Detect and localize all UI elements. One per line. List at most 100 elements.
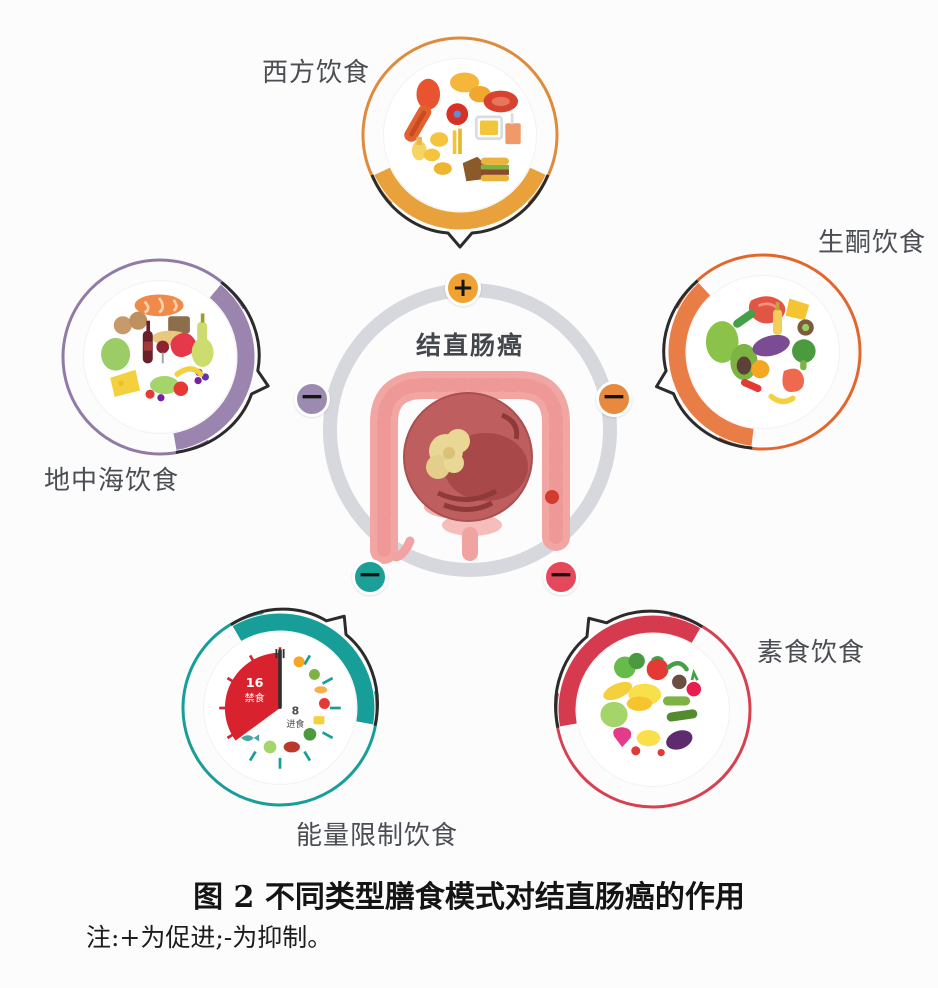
cheese-slab-icon	[474, 115, 504, 140]
fruit-pile-icon	[145, 366, 204, 402]
olive-oil-icon	[197, 313, 208, 344]
colon-illustration	[352, 345, 588, 565]
effect-badge-mediterranean: −	[294, 381, 330, 417]
vegetarian-foods-illustration	[600, 652, 702, 757]
chips-icon	[423, 132, 452, 175]
cucumber-icon	[733, 309, 756, 328]
effect-badge-vegetarian: −	[543, 559, 579, 595]
fasting-wedge	[224, 652, 280, 741]
pea-pod-icon	[666, 661, 689, 672]
oil-bottle-icon	[411, 136, 427, 161]
walnuts-icon	[113, 311, 148, 335]
avocado-icon	[730, 343, 758, 381]
egg-yolk-icon	[751, 360, 770, 379]
diet-node-mediterranean	[60, 257, 270, 477]
effect-badge-energy: −	[352, 559, 388, 595]
mushroom-icon	[672, 674, 687, 690]
pointer-outline	[230, 607, 379, 727]
pointer-outline	[370, 174, 550, 249]
western-arc-pointer	[361, 36, 559, 249]
pointer-outline	[654, 279, 753, 450]
energy-arc-pointer	[181, 607, 379, 807]
cheese-icon	[785, 298, 810, 321]
pointer-outline	[554, 609, 703, 729]
burger-icon	[480, 157, 509, 182]
eggplant-icon	[666, 730, 693, 750]
eggplant-icon	[752, 334, 790, 357]
western-foods-illustration	[404, 72, 521, 182]
banana-icon	[768, 393, 796, 405]
red-fruit-icon	[170, 332, 197, 358]
appendix	[391, 536, 415, 562]
tumor-magnifier	[403, 392, 533, 522]
mediterranean-plate	[84, 281, 236, 433]
hotdog-icon	[404, 105, 432, 142]
eating-label: 进食	[286, 718, 304, 730]
strawberry-icon	[613, 727, 641, 756]
cucumber-icon	[662, 696, 698, 722]
diet-label-western: 西方饮食	[262, 58, 371, 88]
diet-node-western	[360, 35, 560, 255]
chocolate-icon	[462, 156, 488, 182]
mediterranean-foods-illustration	[101, 294, 214, 402]
keto-plate	[687, 276, 839, 428]
fasting-label: 禁食	[245, 692, 265, 705]
figure-note: 注:+为促进;-为抑制。	[86, 923, 333, 952]
radish-icon	[686, 668, 702, 697]
wine-glass-icon	[156, 340, 170, 364]
pointer-outline	[175, 281, 270, 454]
effect-badge-western: +	[445, 270, 481, 306]
lemon-icon	[636, 729, 661, 747]
polyp-dot	[545, 490, 559, 504]
cabbage-icon	[600, 701, 628, 728]
fasting-hours: 16	[246, 675, 264, 690]
keto-foods-illustration	[705, 296, 816, 405]
salmon-icon	[134, 294, 184, 317]
effect-badge-keto: −	[596, 381, 632, 417]
diet-label-vegetarian: 素食饮食	[757, 638, 866, 668]
donut-icon	[446, 103, 469, 126]
broccoli-icon	[614, 652, 645, 679]
tumor-mass	[426, 429, 470, 479]
kiwi-icon	[797, 319, 814, 336]
fasting-clock-illustration: 16 禁食 8 进食	[218, 646, 342, 770]
shrimp-icon	[782, 368, 804, 392]
vegetarian-plate	[577, 634, 729, 786]
diet-label-energy-restriction: 能量限制饮食	[296, 821, 459, 851]
eating-hours: 8	[292, 704, 300, 717]
cheese-wedge-icon	[110, 369, 141, 397]
cherry-icon	[657, 748, 665, 757]
figure-caption: 图 2 不同类型膳食模式对结直肠癌的作用	[193, 880, 745, 915]
minus-icon: −	[357, 557, 383, 592]
fork-icon	[275, 649, 285, 709]
diet-node-vegetarian	[553, 609, 753, 830]
minus-icon: −	[299, 379, 325, 414]
tomato-icon	[646, 656, 669, 681]
chili-icon	[740, 378, 762, 393]
squash-icon	[626, 683, 662, 711]
plus-icon: +	[452, 273, 474, 303]
minus-icon: −	[601, 379, 627, 414]
diet-label-mediterranean: 地中海饮食	[44, 466, 180, 496]
oil-bottle-icon	[772, 302, 783, 335]
steak-icon	[483, 90, 519, 113]
lettuce-icon	[705, 321, 739, 363]
diet-node-keto	[654, 252, 863, 472]
energy-plate: 16 禁食 8 进食	[204, 632, 356, 784]
pear-icon	[191, 337, 214, 367]
vegetarian-arc-pointer	[554, 609, 752, 809]
broccoli-icon	[792, 339, 816, 371]
corn-icon	[603, 681, 633, 701]
cabbage-icon	[101, 337, 131, 371]
western-plate	[384, 59, 536, 211]
soda-cup-icon	[505, 113, 521, 145]
keto-arc-pointer	[654, 253, 862, 451]
fish-icon	[241, 734, 260, 742]
center-label: 结直肠癌	[415, 331, 524, 360]
mediterranean-arc-pointer	[61, 258, 270, 456]
minus-icon: −	[548, 557, 574, 592]
wine-bottle-icon	[142, 320, 153, 364]
clock-foods	[241, 656, 330, 754]
diet-node-energy-restriction: 16 禁食 8 进食	[180, 607, 380, 828]
